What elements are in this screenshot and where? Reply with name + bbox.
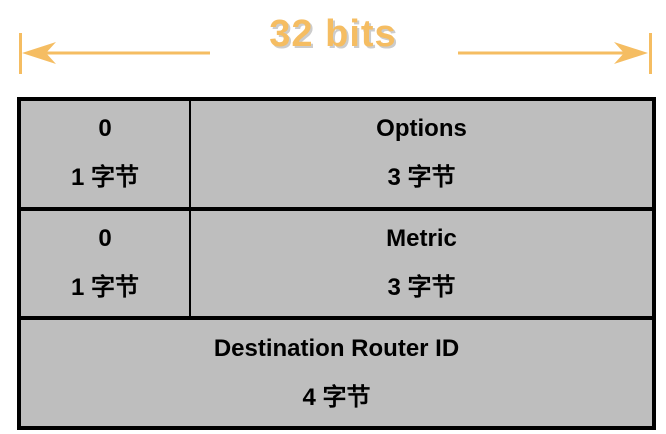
table-row-destination-router-id: Destination Router ID 4 字节: [21, 316, 652, 426]
field-label: Options: [376, 115, 467, 143]
field-label: Metric: [386, 224, 457, 252]
packet-field-table: 0 1 字节 Options 3 字节 0 1 字节 Metric 3 字节 D…: [17, 97, 656, 430]
field-cell-zero-1: 0 1 字节: [21, 101, 191, 207]
width-dimension-arrows: [19, 33, 652, 74]
diagram-title: 32 bits: [269, 13, 397, 55]
field-cell-destination-router-id: Destination Router ID 4 字节: [21, 320, 652, 426]
field-size: 4 字节: [302, 383, 371, 411]
left-end-tick: [19, 33, 22, 74]
field-label: 0: [98, 115, 112, 143]
field-cell-zero-2: 0 1 字节: [21, 210, 191, 317]
table-row-metric: 0 1 字节 Metric 3 字节: [21, 206, 652, 317]
field-size: 3 字节: [387, 274, 456, 302]
table-row-options: 0 1 字节 Options 3 字节: [21, 101, 652, 207]
field-label: 0: [98, 224, 112, 252]
field-cell-metric: Metric 3 字节: [191, 211, 652, 317]
field-size: 1 字节: [70, 164, 139, 192]
right-arrow-icon: [458, 42, 648, 64]
right-end-tick: [649, 33, 652, 74]
field-size: 1 字节: [70, 274, 139, 302]
left-arrow-icon: [22, 42, 210, 64]
field-size: 3 字节: [387, 164, 456, 192]
field-label: Destination Router ID: [213, 334, 460, 362]
field-cell-options: Options 3 字节: [191, 101, 652, 207]
